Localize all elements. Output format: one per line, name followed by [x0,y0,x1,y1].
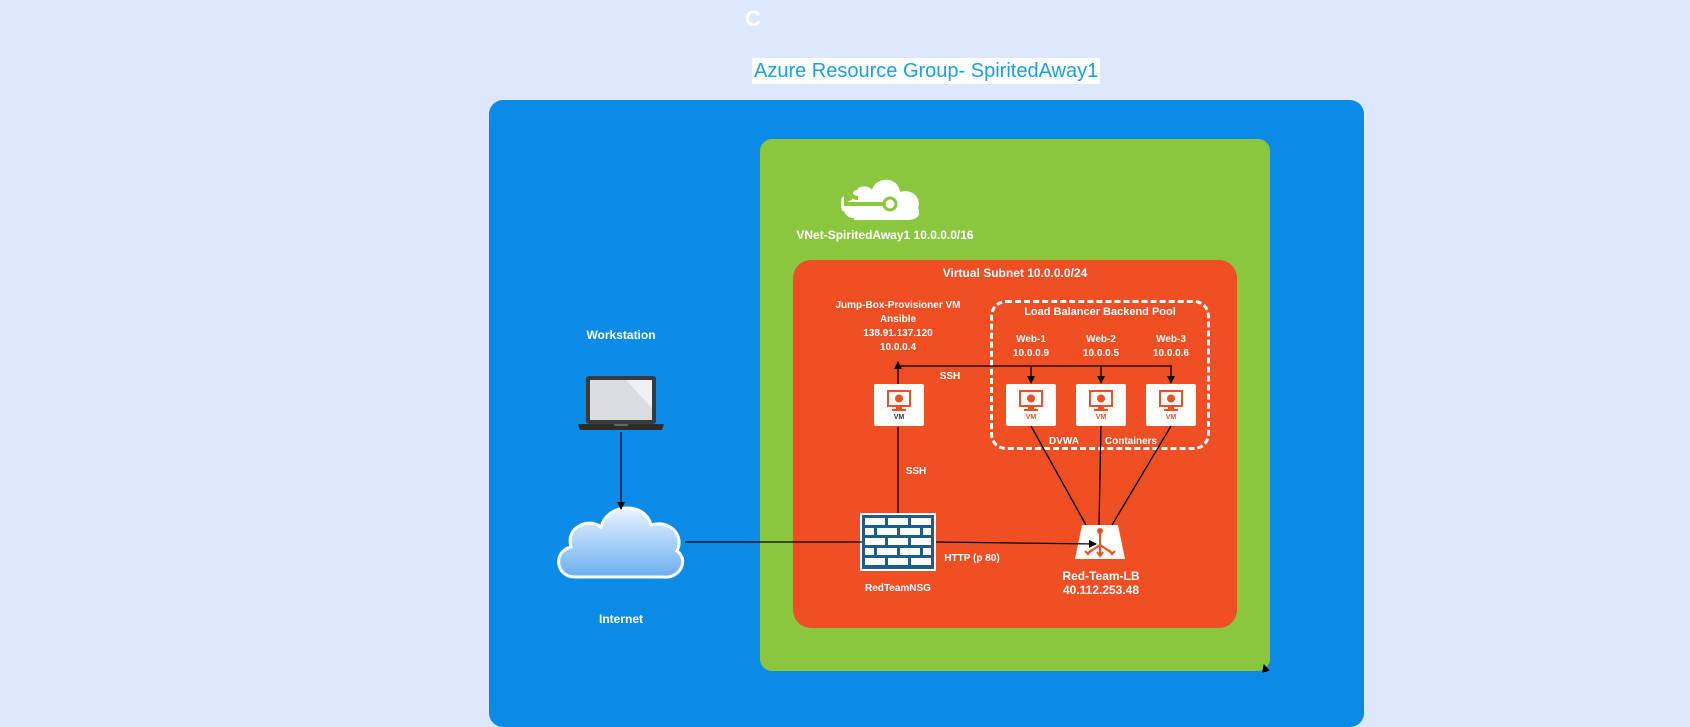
containers-label: Containers [1104,436,1158,447]
lb-name: Red-Team-LB [1062,569,1140,583]
page-title: Azure Resource Group- SpiritedAway1 [752,58,1101,84]
http-label: HTTP (p 80) [944,553,1000,564]
web1-vm[interactable]: VM [1006,384,1056,426]
jumpbox-public-ip: 138.91.137.120 [863,328,933,339]
web2-name: Web-2 [1086,334,1116,345]
azure-vnet-cloud-icon [841,178,920,220]
cloud-icon [557,506,685,579]
web3-name: Web-3 [1156,334,1186,345]
lb-ip: 40.112.253.48 [1062,583,1140,597]
vm-icon [1159,390,1183,411]
vm-tile-label: VM [1165,414,1177,421]
web2-vm[interactable]: VM [1076,384,1126,426]
vm-icon [887,390,911,411]
web3-ip: 10.0.0.6 [1152,348,1190,359]
web3-vm[interactable]: VM [1146,384,1196,426]
workstation-label: Workstation [586,328,656,342]
web1-name: Web-1 [1016,334,1046,345]
ssh-top-label: SSH [939,371,961,382]
backend-pool-label: Load Balancer Backend Pool [1024,306,1176,318]
web2-ip: 10.0.0.5 [1082,348,1120,359]
vnet-label: VNet-SpiritedAway1 10.0.0.0/16 [796,228,974,242]
firewall-icon[interactable] [860,513,936,571]
vm-tile-label: VM [1095,414,1107,421]
nsg-label: RedTeamNSG [865,583,931,594]
vm-icon [1089,390,1113,411]
corner-letter: C [745,6,761,31]
vm-icon [1019,390,1043,411]
backend-pool-container [990,300,1210,450]
subnet-label: Virtual Subnet 10.0.0.0/24 [942,266,1088,280]
jumpbox-private-ip: 10.0.0.4 [879,342,917,353]
web1-ip: 10.0.0.9 [1012,348,1050,359]
load-balancer-icon[interactable] [1074,523,1126,561]
ssh-mid-label: SSH [905,466,927,477]
laptop-icon [578,376,664,430]
jumpbox-role: Ansible [879,314,917,325]
jumpbox-name: Jump-Box-Provisioner VM [835,300,961,311]
internet-label: Internet [598,612,643,626]
vm-tile-label: VM [893,414,905,421]
vm-tile-label: VM [1025,414,1037,421]
dvwa-label: DVWA [1049,436,1079,447]
jumpbox-vm[interactable]: VM [874,384,924,426]
